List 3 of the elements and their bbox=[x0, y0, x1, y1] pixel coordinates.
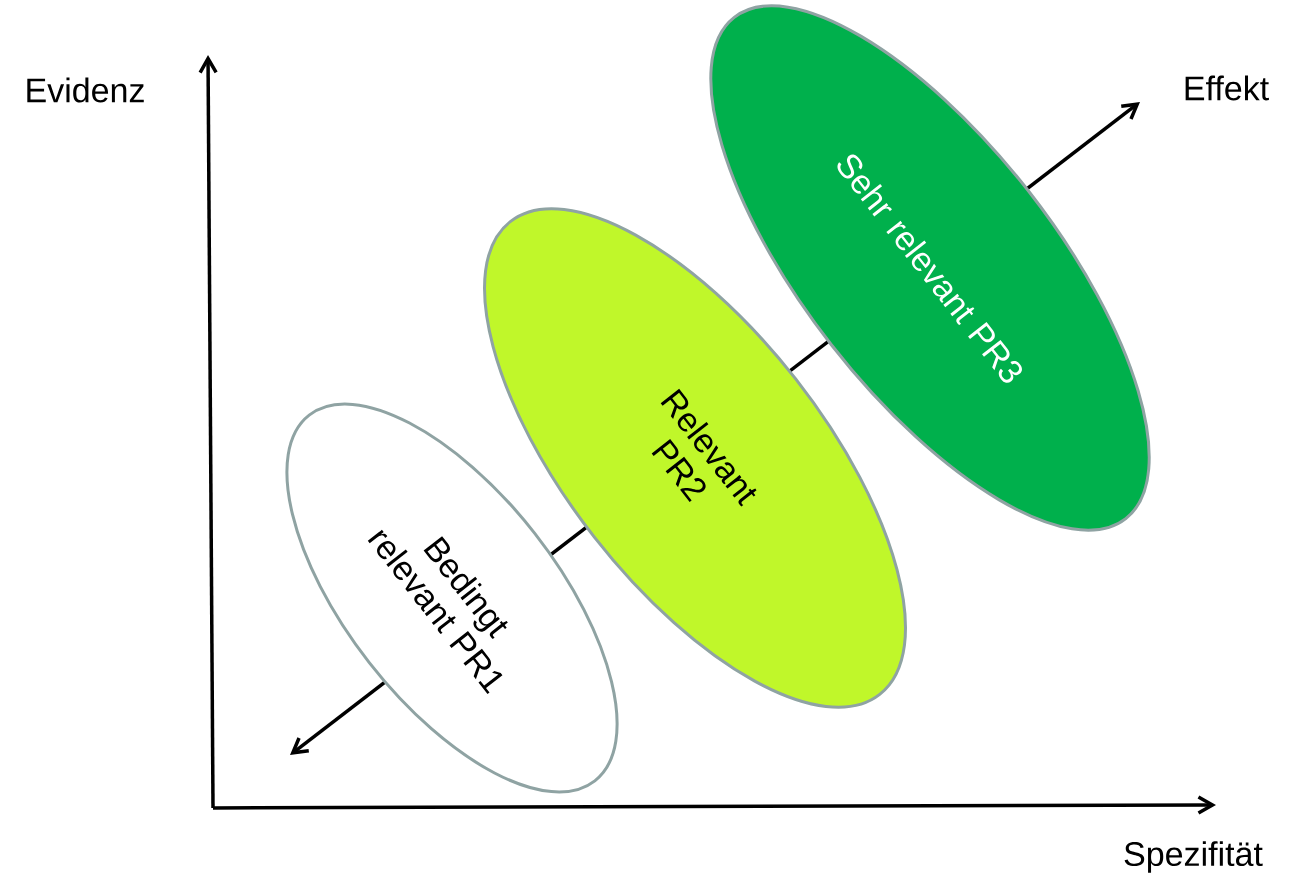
axis-label: Spezifität bbox=[1124, 841, 1263, 873]
axis-label: Evidenz bbox=[27, 77, 144, 103]
axis-label: Effekt bbox=[1185, 75, 1269, 101]
